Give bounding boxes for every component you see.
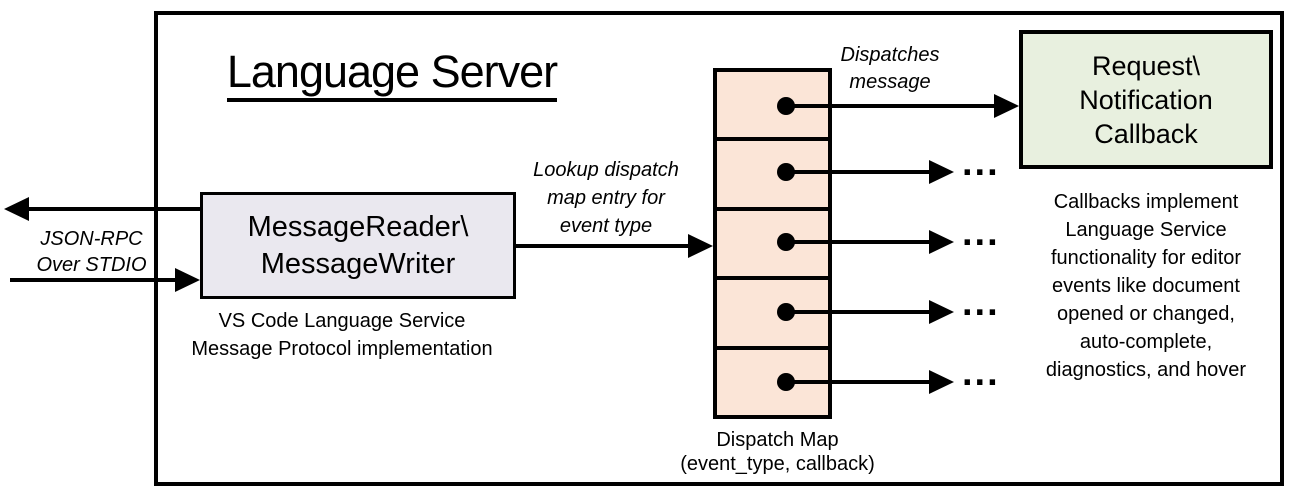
dispatch-map-divider [717,137,828,142]
json-rpc-out-arrow-head-icon [4,197,29,221]
dispatch-arrow-2-head-icon [929,160,954,184]
language-server-box [154,11,1284,486]
lookup-arrow-line [516,244,690,248]
dispatch-arrow-5-head-icon [929,370,954,394]
dispatch-map-divider [717,345,828,350]
dispatch-arrow-4-line [786,310,930,314]
message-reader-writer-box: MessageReader\ MessageWriter [200,192,516,299]
stdio-in-arrow-line [10,278,176,282]
dispatch-arrow-3-head-icon [929,230,954,254]
dispatch-arrow-2-line [786,170,930,174]
dispatch-arrow-5-line [786,380,930,384]
ellipsis-icon: ... [962,142,1000,184]
json-rpc-stdio-label: JSON-RPC Over STDIO [36,228,147,276]
ellipsis-icon: ... [962,282,1000,324]
dispatch-arrow-4-head-icon [929,300,954,324]
dispatch-arrow-3-line [786,240,930,244]
diagram-title: Language Server [222,48,562,103]
lookup-label: Lookup dispatch map entry for event type [533,159,679,237]
callbacks-note: Callbacks implement Language Service fun… [1045,191,1247,381]
json-rpc-out-arrow-line [26,207,200,211]
dispatch-map-divider [717,206,828,211]
lookup-arrow-head-icon [688,234,713,258]
reader-caption: VS Code Language Service Message Protoco… [191,310,493,360]
diagram-title-text: Language Server [226,48,558,103]
dispatch-arrow-1-line [786,104,996,108]
stdio-in-arrow-head-icon [175,268,200,292]
dispatch-map-divider [717,276,828,281]
dispatch-arrow-1-head-icon [994,94,1019,118]
ellipsis-icon: ... [962,212,1000,254]
ellipsis-icon: ... [962,352,1000,394]
dispatches-message-label: Dispatches message [840,44,940,93]
dispatch-map-cell [717,141,828,206]
request-notification-callback-box: Request\ Notification Callback [1019,30,1273,169]
dispatch-map-caption: Dispatch Map (event_type, callback) [680,429,875,475]
